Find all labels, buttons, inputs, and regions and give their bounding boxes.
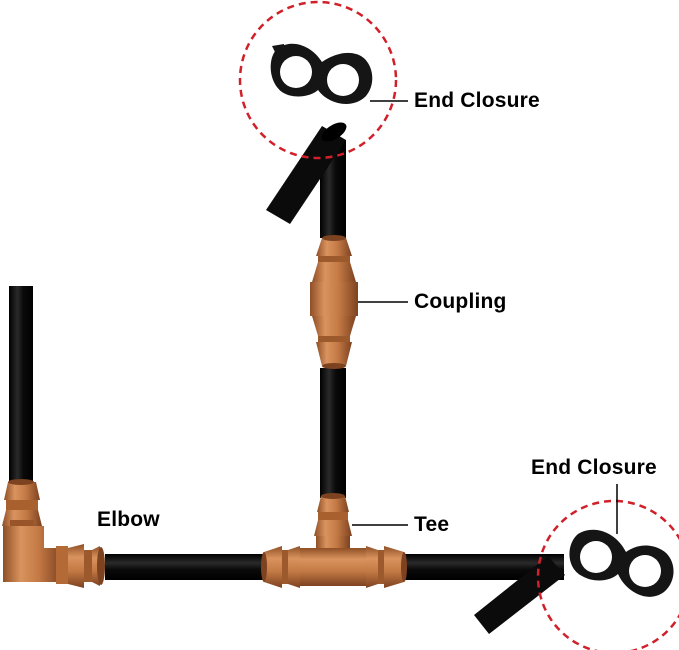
tube-right-diagonal <box>474 556 565 634</box>
tube-top-opening <box>321 122 347 142</box>
tube-left-vertical <box>9 286 33 482</box>
label-elbow: Elbow <box>97 508 160 531</box>
tube-top-diagonal <box>266 126 346 224</box>
label-tee: Tee <box>414 513 450 536</box>
end-closure-right <box>536 499 679 650</box>
label-coupling: Coupling <box>414 290 507 313</box>
tee-fitting <box>261 493 407 588</box>
leader-lines <box>352 100 618 534</box>
tube-bottom-left <box>105 554 269 580</box>
label-end-closure-right: End Closure <box>531 456 657 479</box>
label-end-closure-top: End Closure <box>414 89 540 112</box>
tubing <box>9 122 565 634</box>
tube-center-lower <box>320 368 346 498</box>
elbow-fitting <box>2 479 105 588</box>
highlight-circle-top <box>238 0 398 160</box>
end-closure-top <box>238 0 398 160</box>
coupling-fitting <box>310 235 358 369</box>
